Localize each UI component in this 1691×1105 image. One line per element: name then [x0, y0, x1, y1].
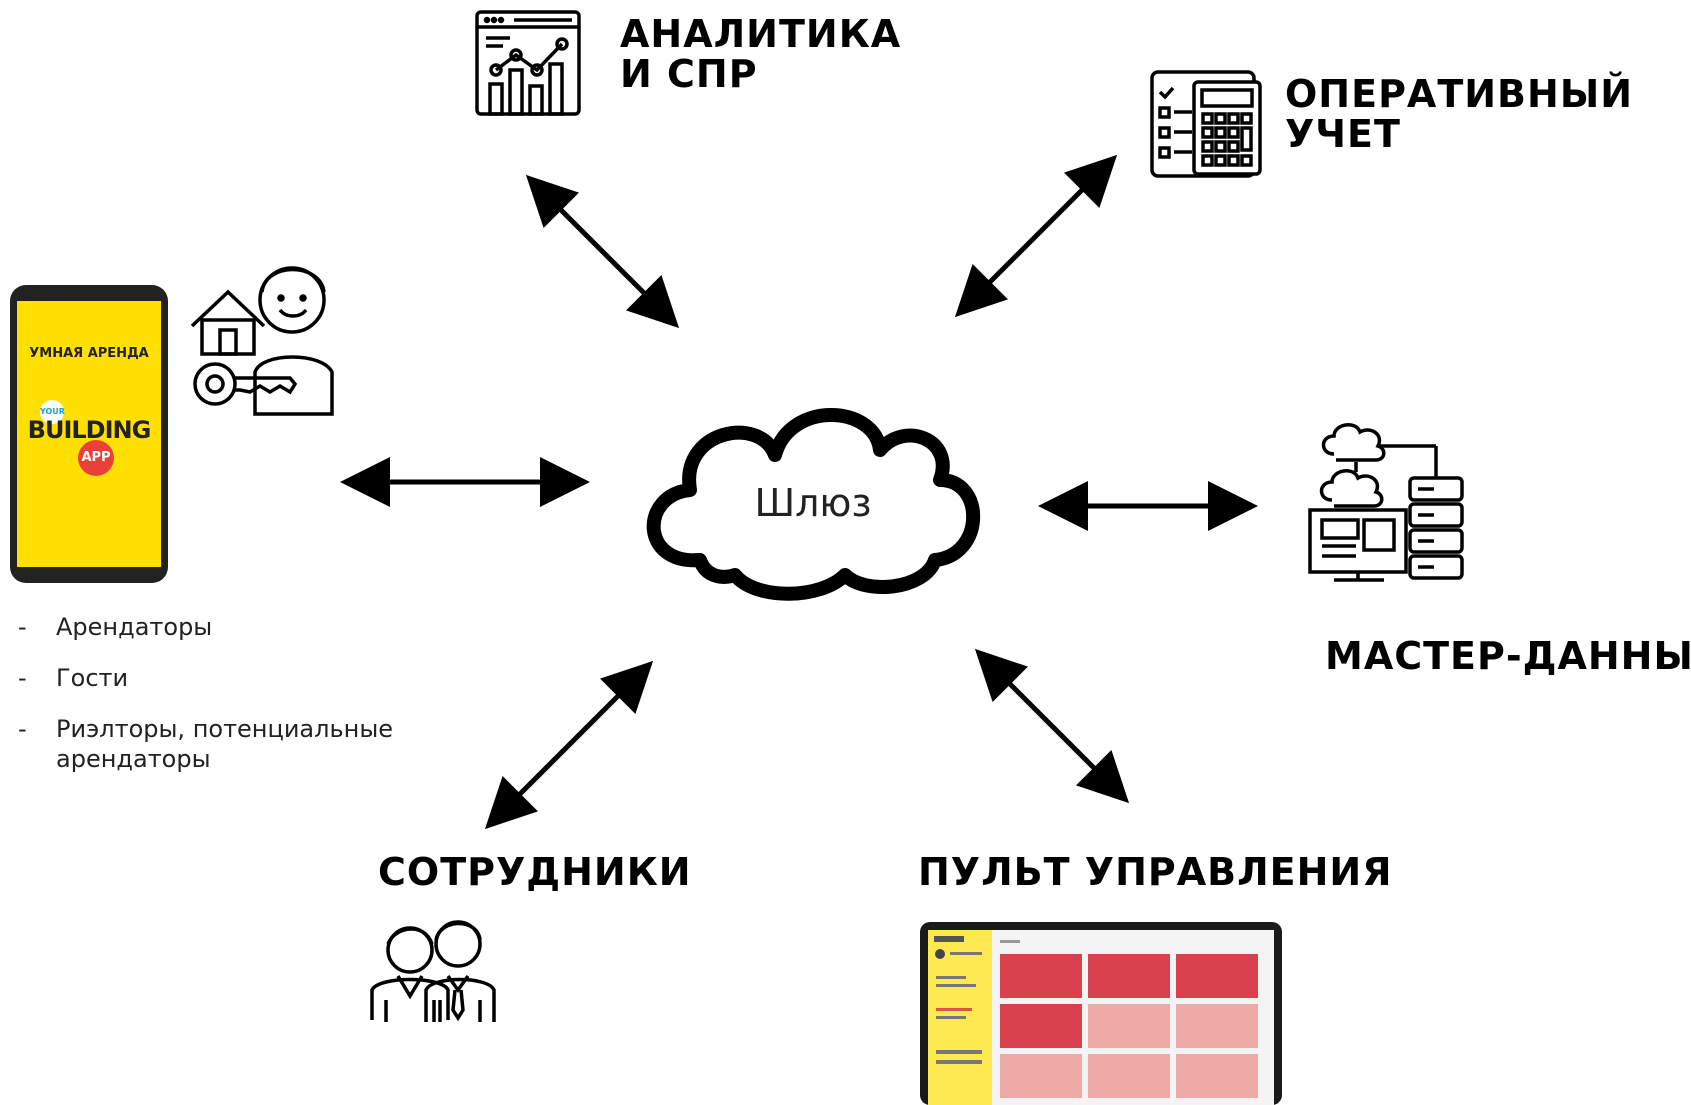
analytics-heading-line1: АНАЛИТИКА: [620, 12, 902, 56]
tenant-with-key-icon: [190, 266, 334, 416]
arrow-staff: [484, 660, 654, 830]
audience-item: Риэлторы, потенциальные арендаторы: [18, 714, 438, 774]
calculator-checklist-icon: [1150, 70, 1262, 178]
employees-icon: [370, 920, 496, 1022]
cloud-server-icon: [1308, 423, 1464, 582]
gateway-label: Шлюз: [754, 481, 871, 525]
arrow-control-panel: [974, 648, 1130, 804]
analytics-heading-line2: И СПР: [620, 52, 758, 96]
tenant-audience-list: Арендаторы Гости Риэлторы, потенциальные…: [18, 612, 438, 795]
staff-heading-line1: СОТРУДНИКИ: [378, 850, 692, 894]
control-panel-heading-line1: ПУЛЬТ УПРАВЛЕНИЯ: [918, 850, 1393, 894]
dashboard-tablet-icon: [920, 922, 1282, 1105]
arrow-analytics: [525, 174, 680, 329]
analytics-heading: АНАЛИТИКА И СПР: [620, 14, 901, 94]
arrow-accounting: [954, 154, 1118, 318]
accounting-heading-line1: ОПЕРАТИВНЫЙ: [1285, 72, 1633, 116]
master-data-heading-line1: МАСТЕР-ДАННЫЕ: [1325, 634, 1691, 678]
control-panel-heading: ПУЛЬТ УПРАВЛЕНИЯ: [918, 852, 1393, 892]
phone-logo-main: BUILDING: [27, 416, 152, 444]
phone-logo-badge: APP: [78, 440, 114, 476]
phone-mockup: [10, 285, 168, 583]
audience-item: Гости: [18, 663, 438, 693]
phone-logo-small: YOUR: [40, 400, 65, 424]
audience-item: Арендаторы: [18, 612, 438, 642]
accounting-heading-line2: УЧЕТ: [1285, 112, 1401, 156]
accounting-heading: ОПЕРАТИВНЫЙ УЧЕТ: [1285, 74, 1633, 154]
analytics-dashboard-icon: [475, 10, 581, 116]
staff-heading: СОТРУДНИКИ: [378, 852, 692, 892]
phone-app-title: УМНАЯ АРЕНДА: [29, 346, 149, 361]
gateway-cloud: Шлюз: [646, 408, 981, 601]
master-data-heading: МАСТЕР-ДАННЫЕ: [1325, 636, 1691, 676]
